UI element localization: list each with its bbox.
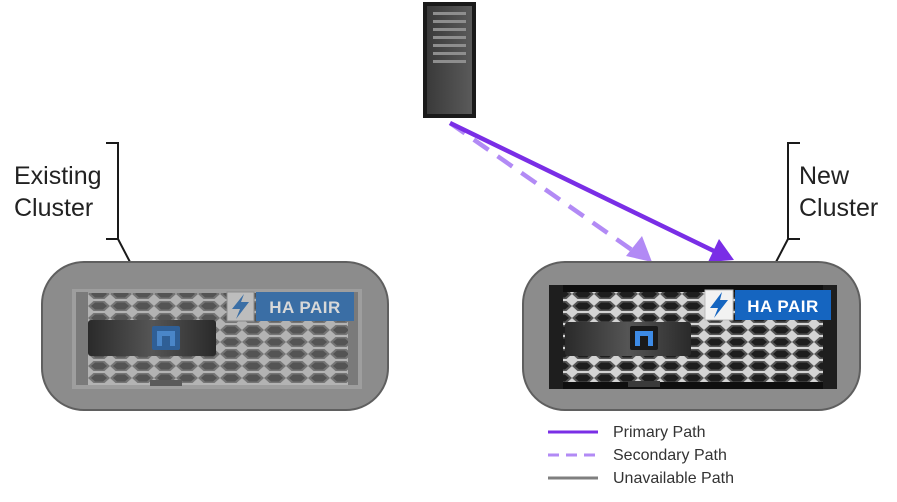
secondary-path-arrowhead — [626, 236, 652, 262]
server-drive-bays — [433, 12, 466, 63]
legend-secondary-label: Secondary Path — [613, 447, 727, 464]
new-ha-pair-label: HA PAIR — [747, 297, 819, 316]
existing-cluster-bracket — [106, 142, 131, 263]
existing-cluster-label: Existing Cluster — [14, 160, 102, 224]
netapp-logo-icon — [630, 326, 658, 350]
lightning-bolt-icon — [232, 294, 249, 319]
legend: Primary Path Secondary Path Unavailable … — [548, 424, 734, 487]
new-cluster-label-line1: New — [799, 162, 850, 190]
existing-cluster-label-line1: Existing — [14, 162, 102, 190]
new-cluster-label-line2: Cluster — [799, 194, 879, 222]
new-cluster-label: New Cluster — [799, 160, 878, 224]
existing-ha-pair-label: HA PAIR — [269, 298, 341, 317]
legend-primary-label: Primary Path — [613, 424, 705, 441]
legend-unavailable-label: Unavailable Path — [613, 470, 734, 487]
existing-cluster-label-line2: Cluster — [14, 194, 94, 222]
new-cluster-enclosure: HA PAIR — [522, 261, 861, 411]
existing-ha-pair-badge: HA PAIR — [226, 291, 354, 322]
primary-path-arrow — [449, 120, 717, 255]
existing-cluster-enclosure: HA PAIR — [41, 261, 389, 411]
netapp-logo-icon — [152, 326, 180, 350]
host-server-icon — [423, 2, 476, 118]
new-cluster-bracket — [775, 142, 800, 263]
new-ha-pair-badge: HA PAIR — [704, 289, 831, 321]
primary-path-arrowhead — [708, 239, 734, 262]
lightning-bolt-icon — [710, 292, 728, 318]
secondary-path-arrow — [448, 121, 634, 252]
